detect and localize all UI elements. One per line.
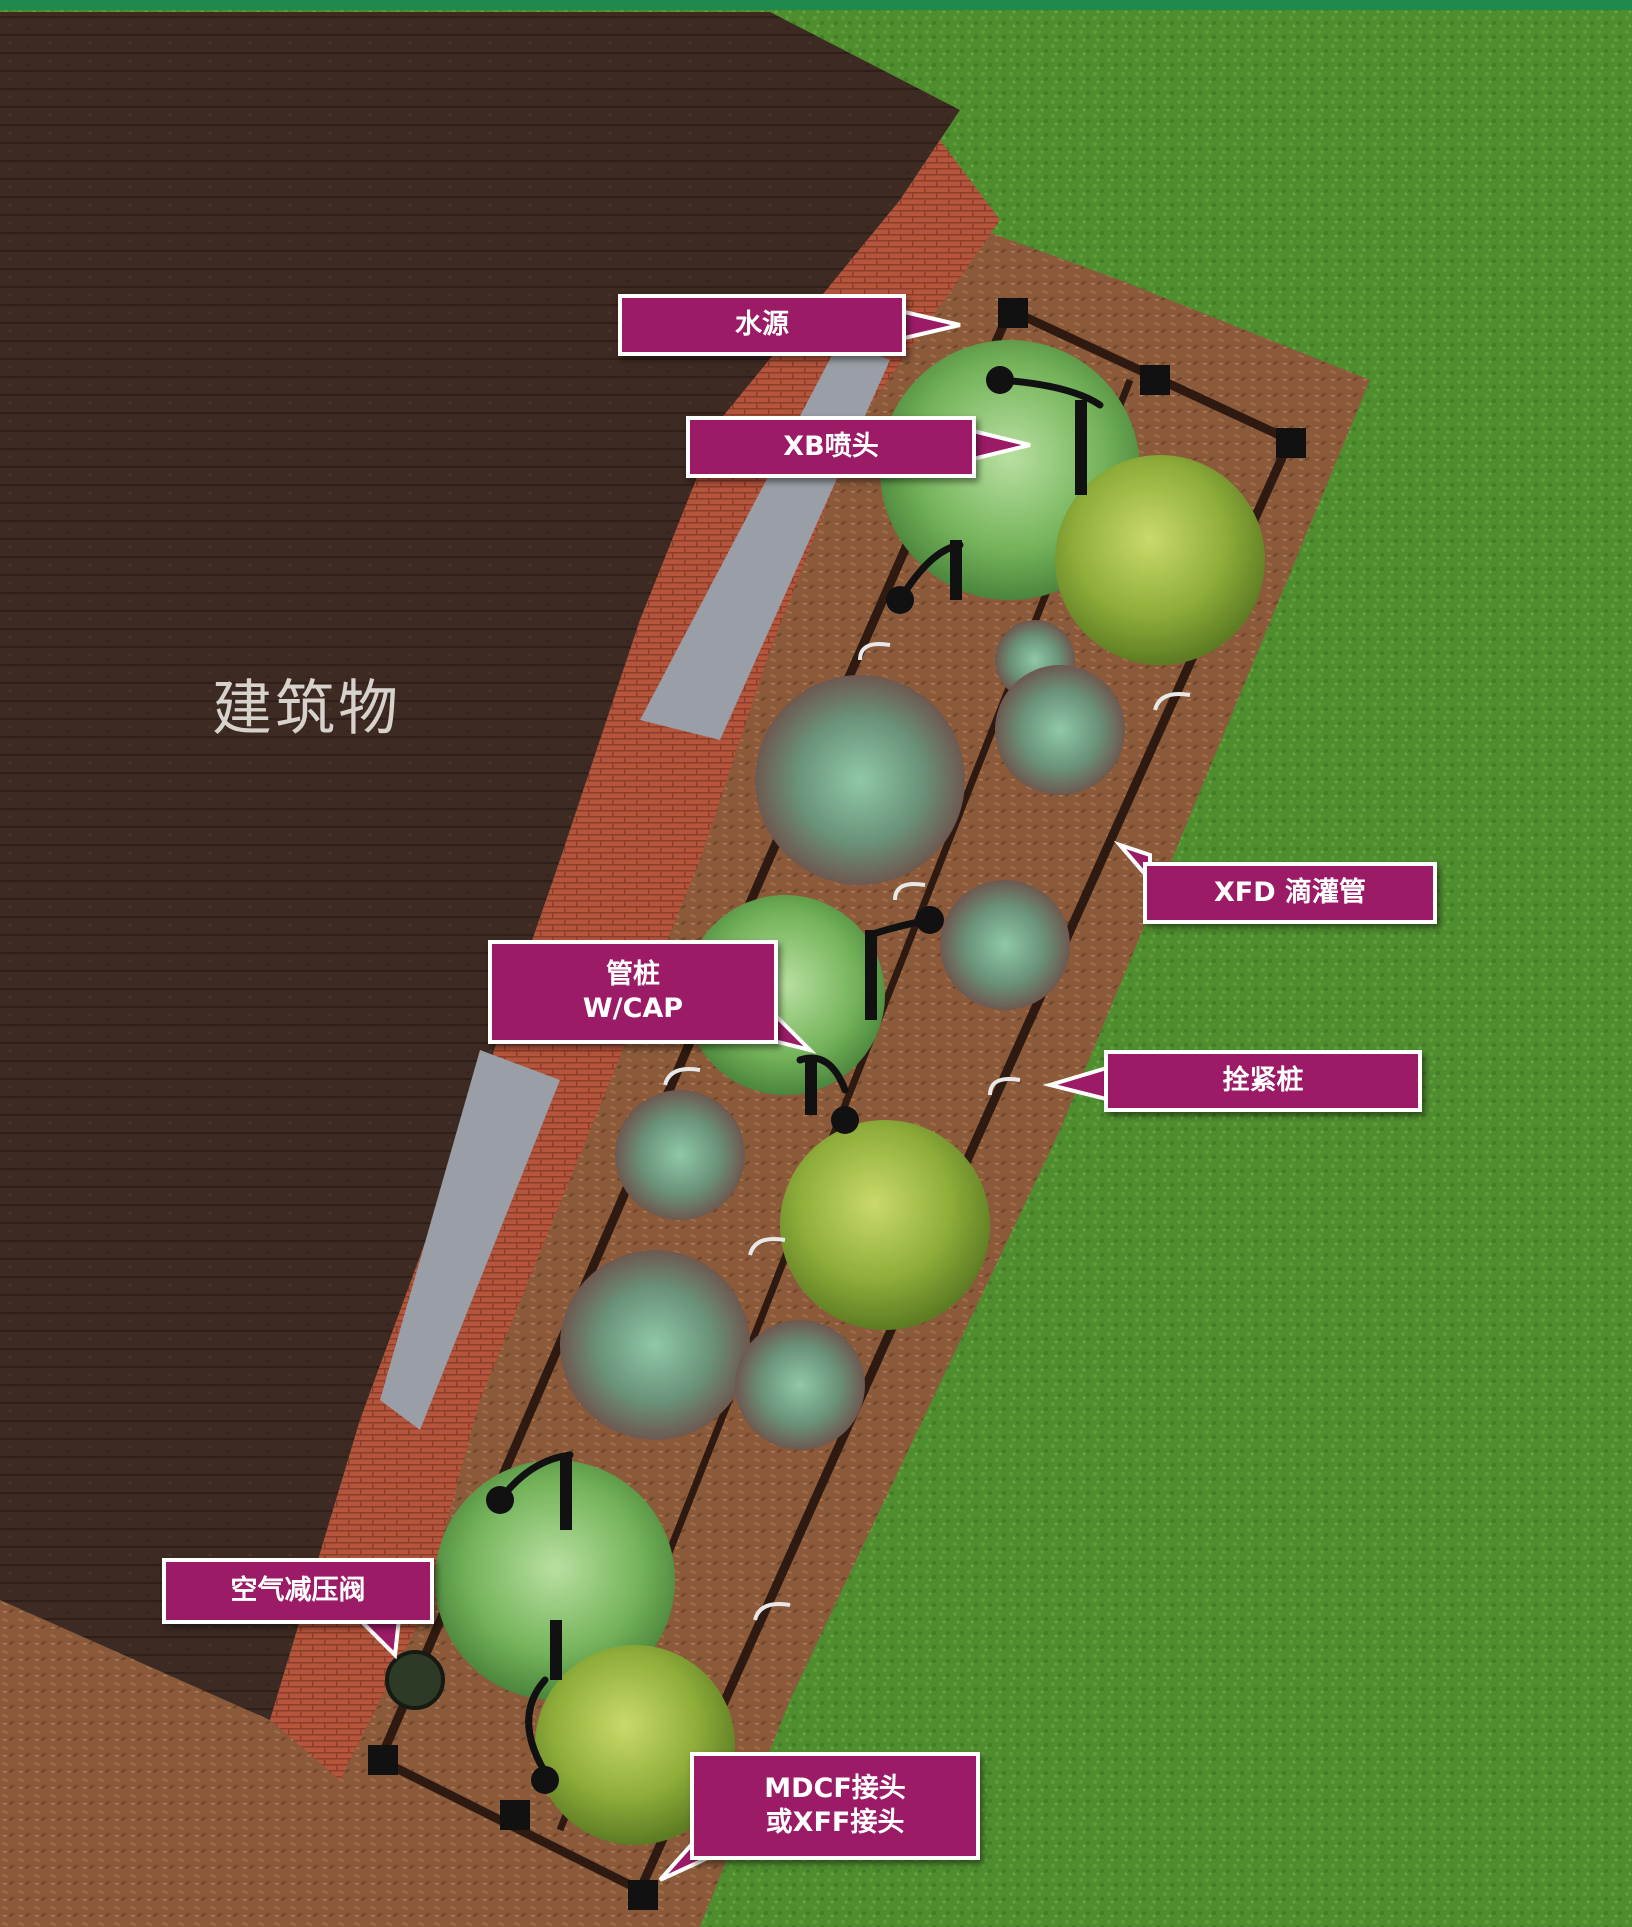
callout-stake-with-cap: 管桩 W/CAP [488,940,778,1044]
shrub [780,1120,990,1330]
xfd-dripline-label: XFD 滴灌管 [1213,877,1367,908]
succulent [755,675,965,885]
succulent [560,1250,750,1440]
tie-down-stake-label: 拴紧桩 [1222,1065,1304,1096]
building-roof [0,12,960,1720]
shrub [1055,455,1265,665]
xb-emitter-label: XB喷头 [783,431,879,462]
succulent [735,1320,865,1450]
callout-fitting: MDCF接头 或XFF接头 [690,1752,980,1860]
succulent [995,665,1125,795]
elbow-fitting [998,298,1028,328]
water-source-label: 水源 [735,309,789,340]
emitter-heads [486,366,1087,1794]
shrub [535,1645,735,1845]
foundation-strip [380,1050,560,1430]
callout-air-relief-valve: 空气减压阀 [162,1558,434,1624]
callout-water-source: 水源 [618,294,906,356]
callout-xfd-dripline: XFD 滴灌管 [1143,862,1437,924]
tie-down-stakes [663,642,1191,1621]
succulent [615,1090,745,1220]
stake-cap-label-line1: 管桩 [606,959,660,990]
tee-fitting [500,1800,530,1830]
air-relief-valve-box [385,1650,445,1710]
elbow-fitting [628,1880,658,1910]
elbow-fitting [1276,428,1306,458]
top-bar [0,0,1632,10]
air-relief-valve-label: 空气减压阀 [230,1575,366,1606]
callout-xb-emitter: XB喷头 [686,416,976,478]
leafy-plant [435,1460,675,1700]
fitting-label-line1: MDCF接头 [764,1773,906,1804]
tee-fitting [1140,365,1170,395]
building-label: 建筑物 [212,674,401,744]
elbow-fitting [368,1745,398,1775]
succulent [940,880,1070,1010]
stake-cap-label-line2: W/CAP [582,993,684,1024]
fitting-label-line2: 或XFF接头 [765,1807,905,1838]
callout-tie-down-stake: 拴紧桩 [1104,1050,1422,1112]
